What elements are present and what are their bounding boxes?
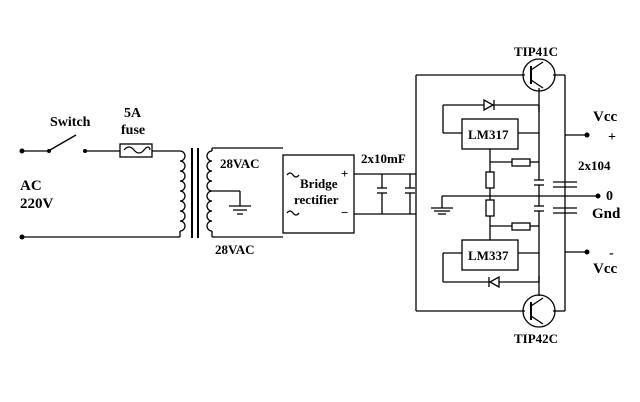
ac-label: AC (20, 178, 42, 194)
bridge-label-line2: rectifier (294, 192, 339, 207)
lm317-block (442, 98, 577, 196)
fuse-symbol (119, 143, 180, 158)
lm337-label: LM337 (468, 248, 509, 263)
lm317-label: LM317 (468, 127, 509, 142)
bridge-label-line1: Bridge (300, 176, 338, 191)
fuse-rating-label: 5A (124, 106, 142, 121)
vcc-bottom-label: Vcc (593, 261, 617, 277)
switch-symbol (47, 134, 120, 153)
ground-symbol (229, 205, 251, 215)
ac-input (19, 148, 180, 240)
bridge-rectifier (282, 154, 355, 234)
bridge-plus-label: + (341, 166, 348, 181)
vcc-top-sign: + (608, 130, 616, 145)
vcc-bottom-sign: - (609, 246, 614, 261)
output-caps-label: 2x104 (578, 158, 611, 173)
lm337-block (442, 196, 577, 289)
transistor-tip41c (522, 58, 556, 112)
bridge-minus-label: − (341, 205, 348, 220)
regulator-frame (415, 74, 597, 312)
tip41c-label: TIP41C (514, 44, 558, 59)
transformer-symbol (179, 147, 283, 238)
gnd-label: Gnd (592, 206, 621, 222)
secondary-top-label: 28VAC (220, 156, 260, 171)
tip42c-label: TIP42C (514, 331, 558, 346)
filter-capacitors (354, 173, 416, 215)
secondary-bottom-label: 28VAC (215, 242, 255, 257)
fuse-label: fuse (121, 123, 145, 138)
mains-voltage-label: 220V (20, 196, 54, 212)
filter-caps-label: 2x10mF (361, 151, 406, 166)
vcc-top-label: Vcc (593, 109, 617, 125)
output-terminals (584, 132, 601, 255)
zero-label: 0 (606, 189, 613, 204)
switch-label: Switch (50, 115, 91, 130)
transistor-tip42c (522, 276, 556, 328)
